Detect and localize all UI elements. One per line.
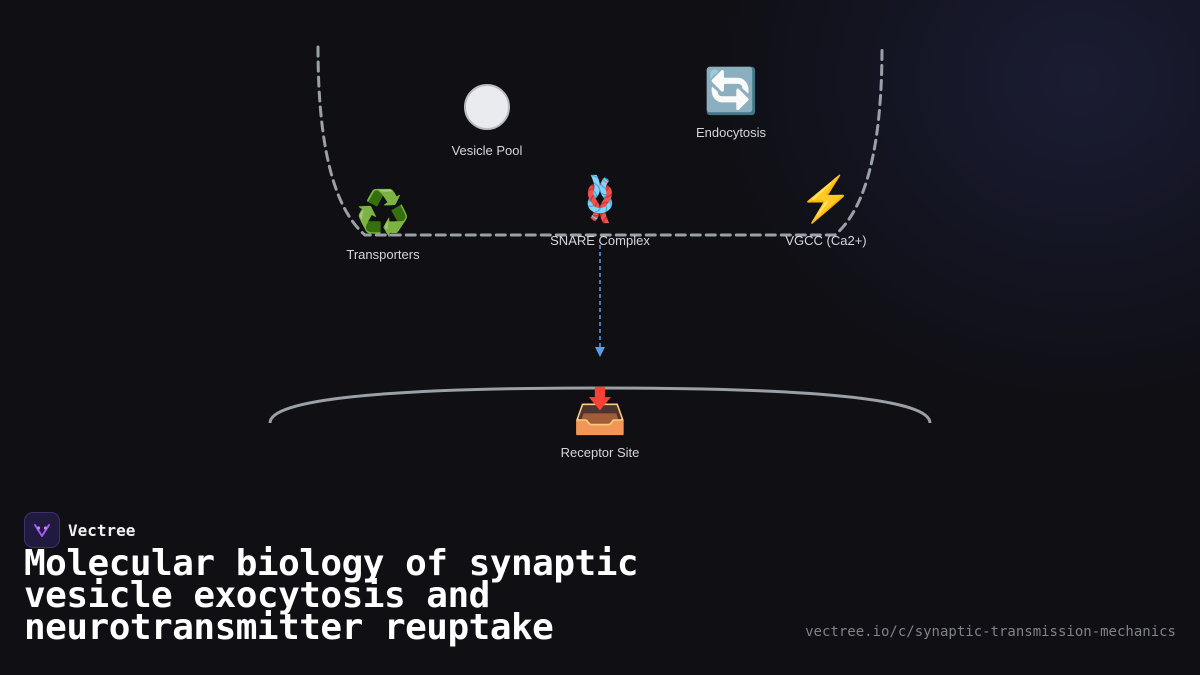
white-circle-icon bbox=[464, 84, 510, 130]
node-transporters: ♻️ Transporters bbox=[346, 188, 420, 262]
node-label: Receptor Site bbox=[561, 445, 640, 460]
lightning-icon: ⚡ bbox=[799, 174, 854, 225]
node-snare-complex: 🪢 SNARE Complex bbox=[550, 174, 650, 248]
presynaptic-membrane bbox=[316, 45, 884, 237]
inbox-tray-icon: 📥 bbox=[573, 386, 628, 436]
node-label: VGCC (Ca2+) bbox=[785, 233, 866, 248]
brand: Vectree bbox=[24, 512, 135, 548]
vectree-logo-icon bbox=[24, 512, 60, 548]
knot-icon: 🪢 bbox=[573, 174, 628, 224]
node-vgcc: ⚡ VGCC (Ca2+) bbox=[785, 174, 866, 248]
recycle-icon: ♻️ bbox=[356, 188, 411, 238]
brand-name: Vectree bbox=[68, 520, 136, 540]
page-url: vectree.io/c/synaptic-transmission-mecha… bbox=[805, 624, 1176, 640]
node-endocytosis: 🔄 Endocytosis bbox=[696, 66, 767, 140]
node-label: SNARE Complex bbox=[550, 233, 650, 248]
postsynaptic-membrane bbox=[268, 386, 932, 424]
cycle-arrows-icon: 🔄 bbox=[704, 66, 759, 116]
node-label: Vesicle Pool bbox=[452, 143, 523, 158]
node-vesicle-pool: Vesicle Pool bbox=[452, 84, 523, 158]
page-title: Molecular biology of synaptic vesicle ex… bbox=[24, 543, 639, 648]
node-label: Transporters bbox=[346, 247, 420, 262]
node-label: Endocytosis bbox=[696, 125, 767, 140]
node-receptor-site: 📥 Receptor Site bbox=[561, 386, 640, 460]
